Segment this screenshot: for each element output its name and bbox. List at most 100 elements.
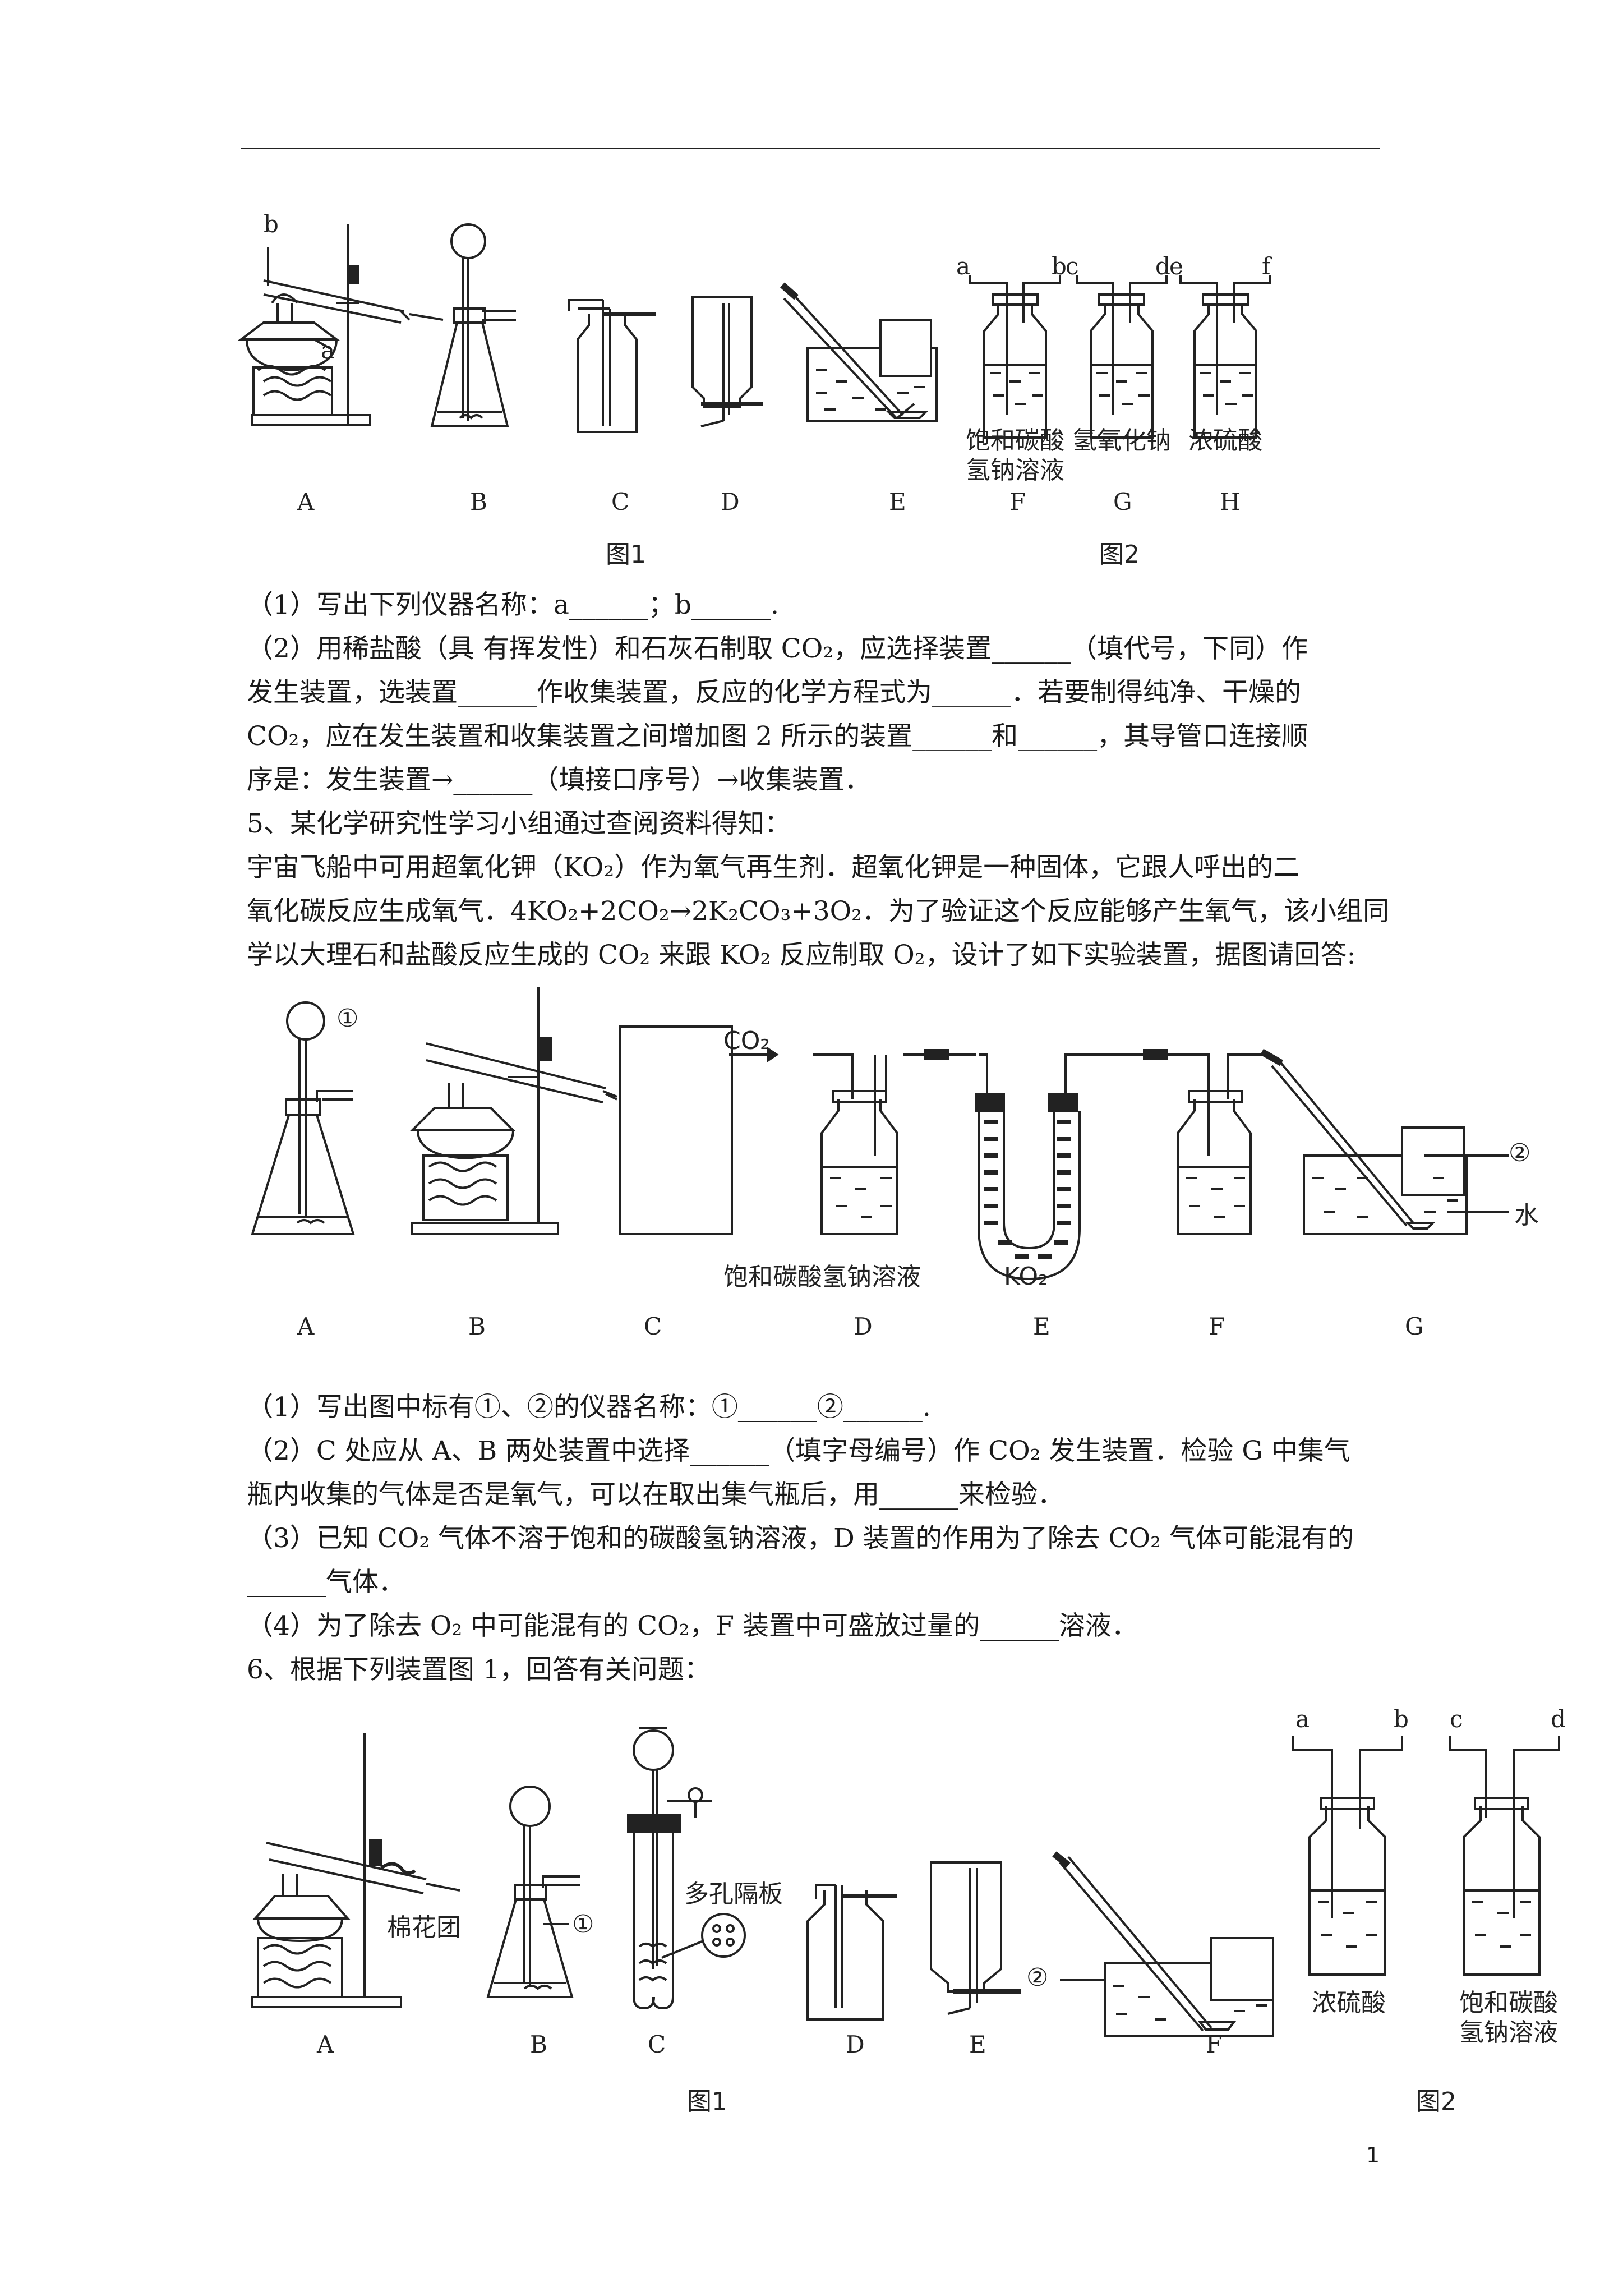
tube-letter-a: a xyxy=(321,337,335,364)
caption-figure-1: 图1 xyxy=(606,540,646,569)
apparatus-g-wash-bottle xyxy=(1076,275,1168,439)
d-content-label: 饱和碳酸氢钠溶液 xyxy=(723,1263,921,1291)
label-d: D xyxy=(854,1313,873,1340)
apparatus-g-water-trough xyxy=(1271,1059,1509,1235)
circled-1: ① xyxy=(572,1910,594,1939)
label-f: F xyxy=(1009,488,1026,516)
water-label: 水 xyxy=(1514,1201,1539,1230)
text-line: （3）已知 CO₂ 气体不溶于饱和的碳酸氢钠溶液，D 装置的作用为了除去 CO₂… xyxy=(247,1523,1354,1554)
apparatus-wash-bottle-2 xyxy=(1449,1736,1560,1976)
text-line: CO₂，应在发生装置和收集装置之间增加图 2 所示的装置______和_____… xyxy=(247,721,1308,752)
figure-2: CO₂ ① ② 水 饱和碳酸氢钠溶液 KO₂ A B C D E F G xyxy=(0,987,1623,1374)
label-g: G xyxy=(1113,488,1132,516)
header-rule xyxy=(241,148,1380,149)
bottle-content-sulfuric-acid: 浓硫酸 xyxy=(1312,1989,1386,2017)
label-d: D xyxy=(721,488,740,516)
figure-3: 棉花团 多孔隔板 ① ② a b c d 浓硫酸 饱和碳酸 氢钠溶液 A B C… xyxy=(0,1705,1623,2132)
apparatus-e-inverted-bottle xyxy=(930,1861,1021,2015)
circled-1: ① xyxy=(336,1004,359,1033)
label-f: F xyxy=(1209,1313,1225,1340)
label-c: C xyxy=(644,1313,662,1340)
apparatus-h-wash-bottle xyxy=(1179,275,1271,439)
apparatus-a-heating-tube xyxy=(251,1733,460,2008)
text-line: 学以大理石和盐酸反应生成的 CO₂ 来跟 KO₂ 反应制取 O₂，设计了如下实验… xyxy=(247,940,1356,970)
label-h: H xyxy=(1220,488,1241,516)
port-a: a xyxy=(956,252,971,280)
caption-figure-2: 图2 xyxy=(1416,2087,1456,2116)
cotton-label: 棉花团 xyxy=(387,1913,461,1942)
label-e: E xyxy=(889,488,906,516)
e-content-label: KO₂ xyxy=(1004,1262,1048,1291)
label-b: B xyxy=(470,488,487,516)
port-a: a xyxy=(1295,1705,1310,1733)
circled-2: ② xyxy=(1026,1963,1049,1992)
port-c: c xyxy=(1066,252,1079,280)
port-f: f xyxy=(1262,252,1271,280)
text-line: （2）C 处应从 A、B 两处装置中选择______（填字母编号）作 CO₂ 发… xyxy=(247,1435,1350,1466)
label-b: B xyxy=(468,1313,486,1340)
port-b: b xyxy=(1394,1705,1409,1733)
figure-1-drawing xyxy=(238,223,1271,439)
apparatus-b-heating-tube xyxy=(409,987,617,1235)
bottle-content-sulfuric-acid: 浓硫酸 xyxy=(1188,426,1262,455)
apparatus-e-u-tube xyxy=(975,1049,1168,1281)
apparatus-a-flask xyxy=(251,1001,355,1235)
label-b: B xyxy=(530,2031,547,2058)
text-line: （1）写出图中标有①、②的仪器名称：①______②______. xyxy=(247,1392,931,1423)
label-e: E xyxy=(969,2031,986,2058)
label-a: A xyxy=(297,1313,315,1340)
apparatus-a-heating-tube xyxy=(238,224,444,426)
co2-arrow-label: CO₂ xyxy=(723,1027,770,1055)
apparatus-b-flask xyxy=(486,1786,580,1998)
bottle-content-sodium-bicarbonate: 饱和碳酸 氢钠溶液 xyxy=(1459,1989,1558,2047)
apparatus-c-gas-bottle xyxy=(568,299,656,433)
apparatus-f-wash-bottle xyxy=(969,275,1061,439)
bottle-content-sodium-hydroxide: 氢氧化钠 xyxy=(1072,426,1171,455)
text-line: 氧化碳反应生成氧气．4KO₂+2CO₂→2K₂CO₃+3O₂．为了验证这个反应能… xyxy=(247,896,1389,927)
text-line: 发生装置，选装置______作收集装置，反应的化学方程式为______．若要制得… xyxy=(247,677,1301,708)
text-line: 瓶内收集的气体是否是氧气，可以在取出集气瓶后，用______来检验． xyxy=(247,1479,1064,1510)
page-number: 1 xyxy=(1366,2143,1380,2168)
text-line: 序是：发生装置→______（填接口序号）→收集装置． xyxy=(247,765,871,795)
label-e: E xyxy=(1033,1313,1050,1340)
label-a: A xyxy=(317,2031,334,2058)
text-line: 宇宙飞船中可用超氧化钾（KO₂）作为氧气再生剂．超氧化钾是一种固体，它跟人呼出的… xyxy=(247,852,1300,883)
text-line: （2）用稀盐酸（具 有挥发性）和石灰石制取 CO₂，应选择装置______（填代… xyxy=(247,633,1308,664)
label-c: C xyxy=(648,2031,666,2058)
text-line: 5、某化学研究性学习小组通过查阅资料得知： xyxy=(247,808,791,839)
port-b: b xyxy=(1052,252,1067,280)
apparatus-d-gas-bottle xyxy=(806,1884,897,2021)
label-f: F xyxy=(1206,2031,1223,2058)
label-a: A xyxy=(297,488,315,516)
apparatus-c-box xyxy=(619,1025,733,1235)
text-line: ______气体． xyxy=(247,1567,405,1598)
bottle-content-sodium-bicarbonate: 饱和碳酸 氢钠溶液 xyxy=(966,426,1064,485)
figure-1: b a a b c d e f 饱和碳酸 氢钠溶液 氢氧化钠 浓硫酸 A B C… xyxy=(0,202,1623,583)
question-4-text: （1）写出下列仪器名称：a______；b______. （2）用稀盐酸（具 有… xyxy=(247,583,1389,977)
label-c: C xyxy=(611,488,630,516)
apparatus-wash-bottle-1 xyxy=(1292,1736,1403,1976)
figure-3-drawing xyxy=(251,1727,1560,2037)
text-line: （4）为了除去 O₂ 中可能混有的 CO₂，F 装置中可盛放过量的______溶… xyxy=(247,1611,1138,1641)
label-d: D xyxy=(846,2031,865,2058)
label-g: G xyxy=(1405,1313,1424,1340)
apparatus-c-tube-porous-plate xyxy=(627,1727,746,2010)
port-d: d xyxy=(1551,1705,1566,1733)
caption-figure-2: 图2 xyxy=(1099,540,1140,569)
apparatus-d-wash-bottle xyxy=(813,1049,976,1235)
circled-2: ② xyxy=(1509,1139,1531,1167)
apparatus-e-water-trough xyxy=(780,282,938,422)
apparatus-f-wash-bottle xyxy=(1166,1048,1283,1235)
apparatus-b-long-neck-funnel-flask xyxy=(430,223,516,427)
question-5-text: （1）写出图中标有①、②的仪器名称：①______②______. （2）C 处… xyxy=(247,1386,1380,1692)
figure-2-drawing xyxy=(251,987,1509,1281)
port-e: e xyxy=(1169,252,1183,280)
caption-figure-1: 图1 xyxy=(687,2087,727,2116)
apparatus-d-inverted-bottle xyxy=(691,296,763,427)
port-c: c xyxy=(1450,1705,1463,1733)
porous-plate-label: 多孔隔板 xyxy=(684,1880,783,1908)
text-line: （1）写出下列仪器名称：a______；b______. xyxy=(247,590,779,620)
text-line: 6、根据下列装置图 1，回答有关问题： xyxy=(247,1654,711,1685)
apparatus-f-water-trough xyxy=(1052,1851,1274,2037)
tube-letter-b: b xyxy=(264,210,279,238)
